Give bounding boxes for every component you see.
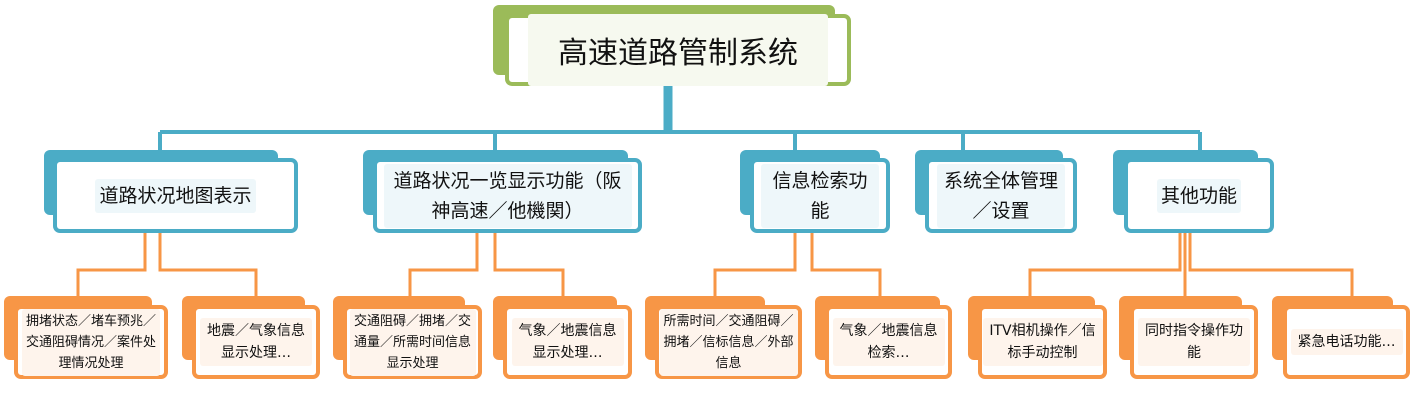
category-label: 道路状况一览显示功能（阪神高速／他機関） bbox=[383, 163, 632, 228]
leaf-label: 交通阻碍／拥堵／交通量／所需时间信息显示处理 bbox=[349, 308, 476, 376]
category-label: 系统全体管理／设置 bbox=[937, 163, 1065, 228]
leaf-label: 气象／地震信息检索… bbox=[832, 318, 945, 366]
leaf-label: 气象／地震信息显示处理… bbox=[511, 318, 624, 366]
leaf-label: 紧急电话功能… bbox=[1290, 329, 1403, 355]
category-label: 其他功能 bbox=[1156, 178, 1241, 213]
leaf-label: 地震／气象信息显示处理… bbox=[200, 318, 312, 366]
leaf-label: 同时指令操作功能 bbox=[1138, 318, 1250, 366]
root-title: 高速道路管制系统 bbox=[528, 14, 828, 86]
leaf-label: 拥堵状态／堵车预兆／交通阻碍情况／案件处理情况处理 bbox=[22, 308, 160, 376]
category-label: 道路状况地图表示 bbox=[95, 178, 256, 213]
category-label: 信息检索功能 bbox=[761, 163, 879, 228]
leaf-label: ITV相机操作／信标手动控制 bbox=[982, 318, 1103, 366]
leaf-label: 所需时间／交通阻碍／拥堵／信标信息／外部信息 bbox=[659, 308, 798, 376]
